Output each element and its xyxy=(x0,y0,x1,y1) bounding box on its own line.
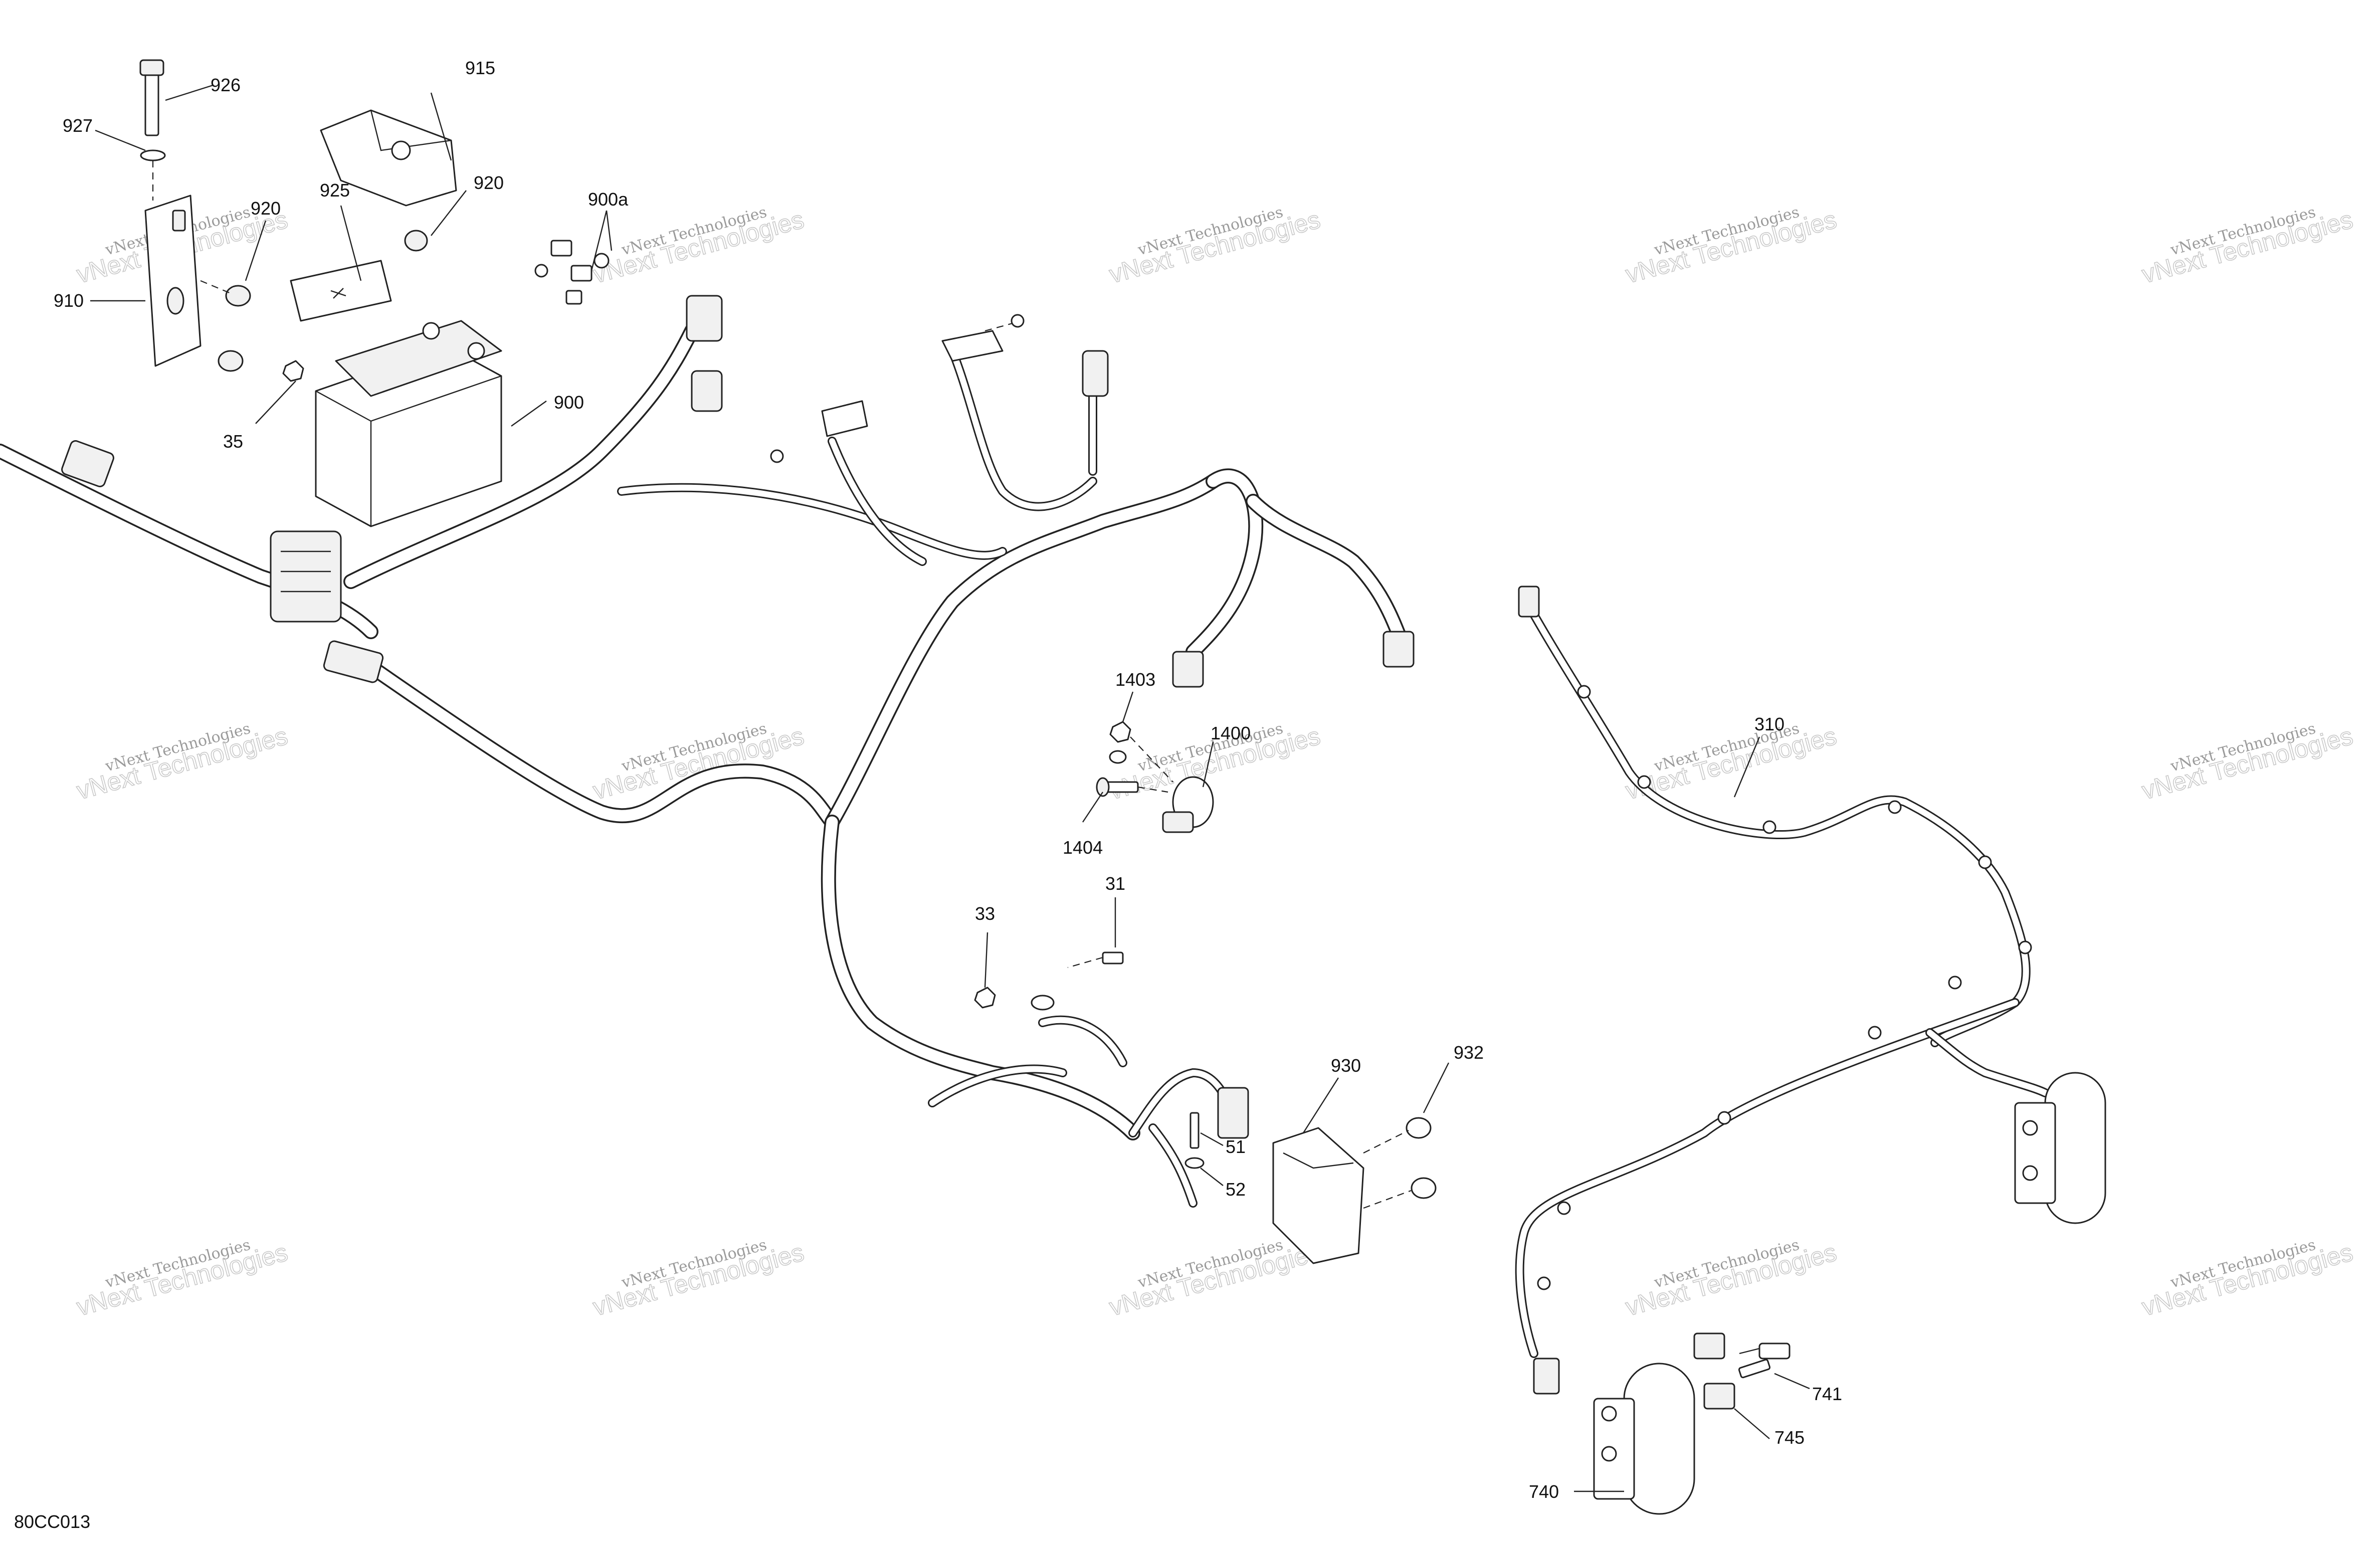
connector-lower-left xyxy=(323,640,384,683)
nut-920-a xyxy=(225,285,251,307)
callout-915: 915 xyxy=(465,58,495,78)
callout-51: 51 xyxy=(1226,1136,1246,1157)
callout-740: 740 xyxy=(1529,1481,1559,1502)
module-930 xyxy=(1272,1127,1364,1264)
callout-925: 925 xyxy=(320,180,350,201)
battery-900 xyxy=(315,320,502,527)
dash-1403 xyxy=(1130,736,1173,783)
headlight-lamp-right xyxy=(2014,1072,2106,1224)
connector-module xyxy=(1217,1087,1249,1139)
callout-310: 310 xyxy=(1754,714,1784,734)
nut-910-lower xyxy=(218,350,244,372)
callout-910: 910 xyxy=(54,290,84,311)
bolt-926 xyxy=(139,59,164,136)
callout-741: 741 xyxy=(1812,1384,1842,1404)
connector-right-upper xyxy=(1172,631,1415,688)
dash-1404 xyxy=(1137,786,1168,793)
light-harness-310 xyxy=(1515,586,2050,1395)
ring-terminal xyxy=(1031,995,1055,1011)
battery-support-910 xyxy=(144,195,202,367)
screw-1404 xyxy=(1096,777,1139,797)
connector-left-small xyxy=(61,440,114,487)
washer-927 xyxy=(140,149,166,161)
callout-1404: 1404 xyxy=(1063,837,1103,858)
connector-upper xyxy=(686,295,723,412)
callout-920-top: 920 xyxy=(474,172,504,193)
dash-932-lower xyxy=(1363,1190,1412,1209)
terminal-kit-900a xyxy=(534,240,610,305)
callout-920-left: 920 xyxy=(251,198,281,219)
callout-1403: 1403 xyxy=(1115,669,1155,690)
lamp-brackets-745 xyxy=(1693,1332,1791,1410)
grommet-932-lower xyxy=(1411,1177,1437,1199)
headlight-lamp-left xyxy=(1593,1363,1695,1515)
screw-51 xyxy=(1189,1112,1200,1149)
battery-cover-915 xyxy=(320,109,457,207)
nut-920-b xyxy=(404,230,428,252)
callout-33: 33 xyxy=(975,903,995,924)
battery-strap-925 xyxy=(290,260,392,322)
callout-932: 932 xyxy=(1454,1042,1484,1063)
nut-33 xyxy=(974,987,996,1009)
callout-900a: 900a xyxy=(588,189,629,210)
callout-745: 745 xyxy=(1774,1427,1805,1448)
callout-930: 930 xyxy=(1331,1055,1361,1076)
frame-harness-section xyxy=(617,314,1109,566)
callout-926: 926 xyxy=(211,75,241,95)
grommet-932-upper xyxy=(1406,1117,1432,1139)
diagram-code: 80CC013 xyxy=(14,1511,90,1532)
callout-1400: 1400 xyxy=(1211,723,1251,743)
leader-lines xyxy=(90,84,1810,1492)
bolt-741 xyxy=(1738,1359,1771,1379)
ecu-connector-block xyxy=(270,530,342,623)
callout-labels: 926 927 915 920 920 925 910 900a 900 35 … xyxy=(54,58,1842,1502)
bolt-31 xyxy=(1067,951,1124,969)
callout-927: 927 xyxy=(63,115,93,136)
dash-920a xyxy=(200,280,231,294)
nut-35 xyxy=(282,360,304,382)
nut-1403 xyxy=(1109,721,1131,764)
callout-31: 31 xyxy=(1105,873,1125,894)
washer-52 xyxy=(1184,1157,1205,1169)
callout-52: 52 xyxy=(1226,1179,1246,1200)
dash-932-upper xyxy=(1363,1130,1409,1153)
callout-900: 900 xyxy=(554,392,584,413)
callout-35: 35 xyxy=(223,431,243,452)
sensor-1400 xyxy=(1162,776,1214,833)
